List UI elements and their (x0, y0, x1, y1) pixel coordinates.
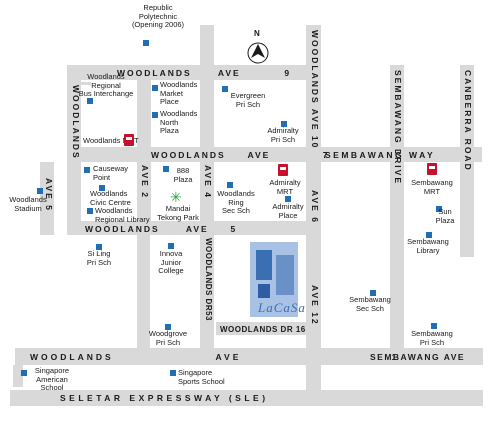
admiralty-place-marker-icon (285, 196, 291, 202)
label-woodlands-ave-9: WOODLANDS AVE 9 (117, 68, 292, 78)
palm-tree-icon: ✳ (170, 189, 182, 205)
road-canberra-road (460, 65, 474, 257)
road-woodlands-ave-5 (67, 221, 307, 235)
sports-school-marker-icon (170, 370, 176, 376)
road-woodlands-ave-9 (67, 65, 307, 80)
label-woodlands-dr-53: WOODLANDS DR53 (204, 238, 213, 322)
road-woodlands-ave-2 (137, 65, 151, 235)
road-woodlands-ave-1 (15, 348, 483, 365)
label-woodlands-ave-5: WOODLANDS AVE 5 (85, 224, 238, 234)
plaza-888-marker-icon (163, 166, 169, 172)
label-ave-2: AVE 2 (140, 165, 150, 199)
ring-sec-marker-icon (227, 182, 233, 188)
label-woodlands-mrt: Woodlands MRT (83, 136, 139, 145)
road-ave-5-west (40, 162, 54, 235)
road-west-link (13, 365, 23, 387)
label-sembawang-ave: SEMBAWANG AVE (370, 352, 466, 362)
north-plaza-marker-icon (152, 112, 158, 118)
innova-marker-icon (168, 243, 174, 249)
library-marker-icon (87, 208, 93, 214)
label-ave-6: AVE 6 (310, 190, 320, 224)
label-sembawang-way: SEMBAWANG WAY (325, 150, 436, 160)
label-ave-4: AVE 4 (203, 165, 213, 199)
american-school-marker-icon (21, 370, 27, 376)
mrt-station-icon (278, 164, 288, 176)
road-woodlands-dr-16 (216, 322, 308, 335)
mrt-station-icon (124, 134, 134, 146)
road-sembawang-drive (390, 65, 404, 257)
admiralty-pri-marker-icon (281, 121, 287, 127)
market-marker-icon (152, 85, 158, 91)
north-label: N (254, 29, 260, 38)
lacasa-building-graphic (250, 242, 298, 317)
label-woodlands-ave-1: WOODLANDS AVE 1 (30, 352, 400, 362)
road-ave-2-south (137, 235, 150, 348)
sembawang-pri-marker-icon (431, 323, 437, 329)
label-woodlands-ave-10: WOODLANDS AVE 10 (310, 30, 320, 150)
road-woodlands-ave-10 (306, 25, 321, 405)
development-logo: LaCaSa (258, 300, 306, 315)
road-ave-4 (200, 25, 214, 350)
label-woodlands-dr-16: WOODLANDS DR 16 (220, 325, 306, 334)
mrt-station-icon (427, 163, 437, 175)
label-ave-12: AVE 12 (310, 285, 320, 326)
sembawang-library-marker-icon (426, 232, 432, 238)
evergreen-marker-icon (222, 86, 228, 92)
sembawang-sec-marker-icon (370, 290, 376, 296)
bus-marker-icon (87, 98, 93, 104)
woodgrove-marker-icon (165, 324, 171, 330)
sun-plaza-marker-icon (436, 206, 442, 212)
label-seletar-expressway: SELETAR EXPRESSWAY (SLE) (60, 393, 269, 403)
label-woodlands-ave-7: WOODLANDS AVE 7 (151, 150, 330, 160)
road-woodlands-ave-7 (67, 147, 482, 162)
stadium-marker-icon (37, 188, 43, 194)
road-seletar-expressway (10, 390, 483, 406)
label-canberra-road: CANBERRA ROAD (463, 70, 473, 172)
causeway-marker-icon (84, 167, 90, 173)
label-sembawang-drive: SEMBAWANG DRIVE (393, 70, 403, 186)
school-marker-icon (143, 40, 149, 46)
civic-centre-marker-icon (99, 185, 105, 191)
road-sembawang-south (390, 257, 404, 350)
si-ling-marker-icon (96, 244, 102, 250)
